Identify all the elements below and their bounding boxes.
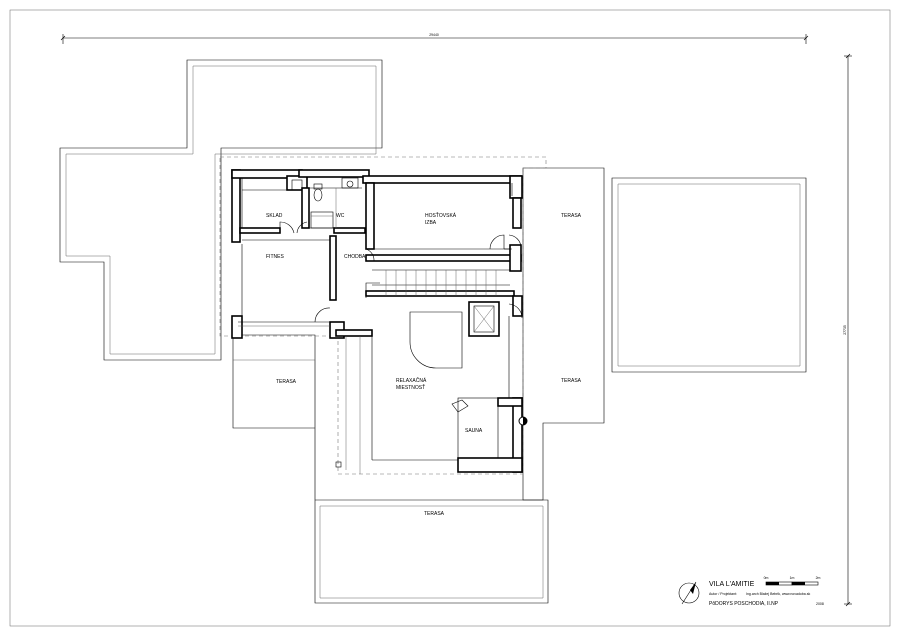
room-label-terasa-right-top: TERASA — [561, 213, 582, 219]
sheet-border — [9, 9, 891, 627]
doors — [279, 221, 523, 323]
scale-label-1: 1m — [790, 576, 795, 580]
sauna-room — [451, 397, 499, 459]
room-label-hostovska: HOSŤOVSKÁ — [425, 211, 457, 219]
room-label-sauna: SAUNA — [465, 428, 483, 434]
room-label-relaxacna: RELAXAČNÁ — [396, 377, 427, 384]
scale-label-2: 2m — [816, 576, 821, 580]
walls — [231, 169, 523, 473]
washbasin-icon — [341, 177, 359, 189]
scale-label-0: 0m — [764, 576, 769, 580]
room-label-terasa-right-mid: TERASA — [561, 378, 582, 384]
stove-icon — [518, 416, 528, 426]
room-label-fitnes: FITNES — [266, 254, 284, 260]
sheet-year: 2008 — [816, 602, 824, 606]
roof-outline-left — [59, 59, 383, 361]
room-label-terasa-left: TERASA — [276, 379, 297, 385]
interior-lines — [238, 178, 513, 474]
shower-cabin-icon — [473, 305, 495, 333]
width-dimension-label: 29440 — [429, 33, 439, 37]
room-label-miestnost: MIESTNOSŤ — [396, 383, 425, 391]
height-dimension-label: 27735 — [843, 325, 847, 335]
author-name: Ing.arch Blažej Bebrik, www.novadoba.sk — [746, 592, 810, 596]
dashed-outline — [219, 156, 547, 475]
shower-tray-icon — [310, 211, 334, 229]
roof-outline-right — [611, 177, 807, 373]
project-title: VILA L'AMITIE — [709, 581, 755, 588]
top-dimension: 29440 — [60, 33, 809, 44]
room-label-sklad: SKLAD — [266, 213, 283, 219]
staircase — [365, 269, 510, 298]
right-terrace-outline — [522, 167, 605, 501]
room-label-chodba: CHODBA — [344, 254, 366, 260]
scale-bar: 0m 1m 2m — [764, 576, 821, 586]
storage-box-icon — [291, 179, 303, 191]
toilet-icon — [313, 183, 323, 202]
room-label-izba: IZBA — [425, 220, 437, 226]
bottom-terrace-outline — [232, 334, 549, 604]
room-label-terasa-bottom: TERASA — [424, 511, 445, 517]
author-label: Autor / Projektant: — [709, 592, 737, 596]
north-arrow-icon — [678, 581, 700, 605]
sheet-title: PôDORYS POSCHODIA, II.NP — [709, 601, 779, 607]
right-dimension: 27735 — [843, 53, 852, 607]
hot-tub-icon — [409, 311, 463, 369]
room-label-wc: WC — [336, 213, 345, 219]
column-marker — [335, 461, 342, 468]
